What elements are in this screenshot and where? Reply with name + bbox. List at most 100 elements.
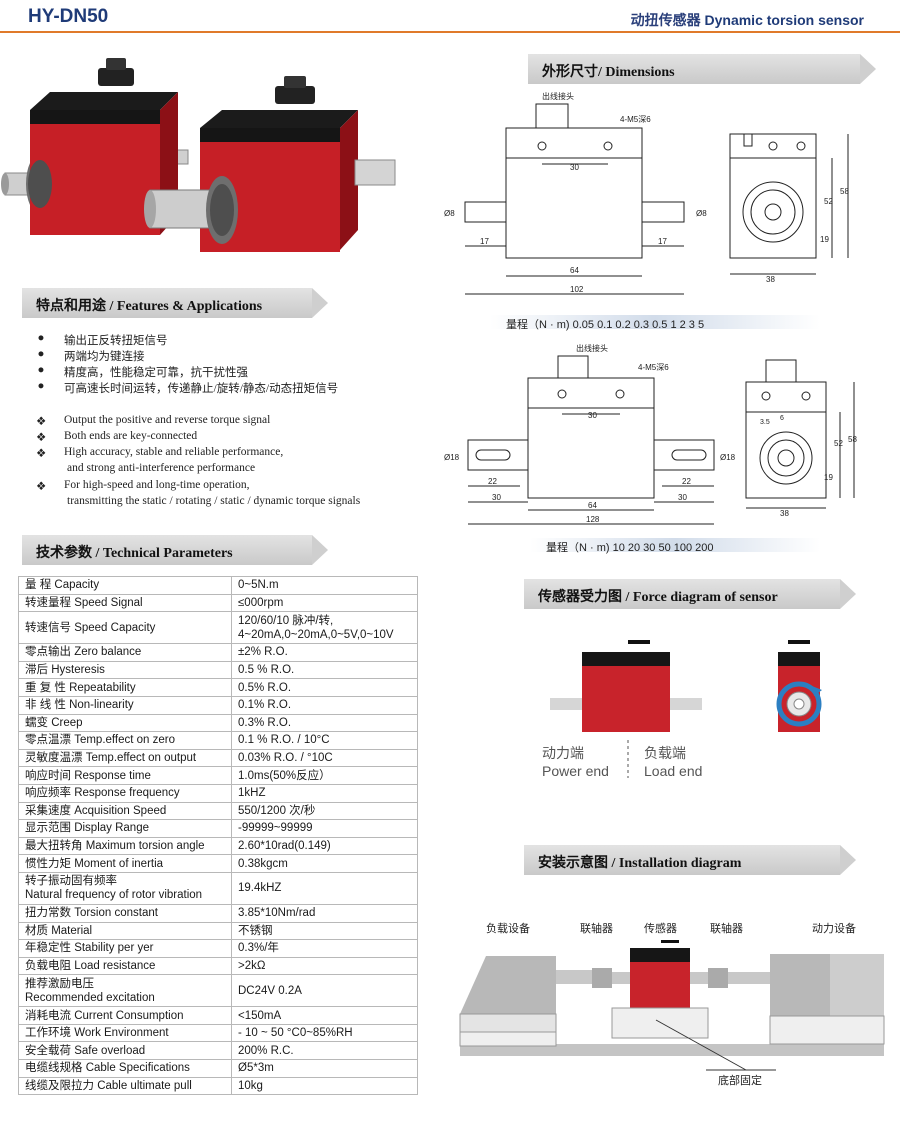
dim-58-1: 58 xyxy=(840,187,849,196)
dim-d8-right-1: Ø8 xyxy=(696,209,707,218)
section-header-install: 安装示意图 / Installation diagram xyxy=(524,845,856,875)
parameter-name: 扭力常数 Torsion constant xyxy=(18,903,232,923)
parameter-name: 转速信号 Speed Capacity xyxy=(18,611,232,645)
parameter-value: 2.60*10rad(0.149) xyxy=(231,836,418,856)
product-photo xyxy=(1,58,396,252)
label-base: 底部固定 xyxy=(718,1073,762,1087)
load-end-zh: 负载端 xyxy=(644,745,686,761)
dim-58-2: 58 xyxy=(848,435,857,444)
parameter-name: 零点输出 Zero balance xyxy=(18,643,232,662)
parameter-value: ±2% R.O. xyxy=(231,643,418,662)
parameter-value: 200% R.C. xyxy=(231,1041,418,1061)
hole-label-1: 4-M5深6 xyxy=(620,115,651,124)
parameter-name: 零点温漂 Temp.effect on zero xyxy=(18,731,232,750)
parameter-name: 安全载荷 Safe overload xyxy=(18,1041,232,1061)
parameter-value: 550/1200 次/秒 xyxy=(231,801,418,821)
parameter-value: 10kg xyxy=(231,1076,418,1096)
page-header: HY-DN50 动扭传感器 Dynamic torsion sensor xyxy=(0,0,900,34)
force-diagram: 动力端 Power end 负载端 Load end xyxy=(542,640,822,779)
parameter-value: DC24V 0.2A xyxy=(231,974,418,1008)
connector-label-2: 出线接头 xyxy=(576,343,608,353)
parameter-value: 19.4kHZ xyxy=(231,871,418,905)
parameter-name: 电缆线规格 Cable Specifications xyxy=(18,1059,232,1078)
features-list: ●输出正反转扭矩信号 ●两端均为键连接 ●精度高，性能稳定可靠，抗干扰性强 ●可… xyxy=(36,332,361,507)
section-title-features: 特点和用途 / Features & Applications xyxy=(36,299,263,314)
dim-19-2: 19 xyxy=(824,473,833,482)
parameter-value: 0.3% R.O. xyxy=(231,713,418,733)
parameter-value: Ø5*3m xyxy=(231,1059,418,1078)
dim-d8-left-1: Ø8 xyxy=(444,209,455,218)
dim-19-1: 19 xyxy=(820,235,829,244)
label-load-equipment: 负载设备 xyxy=(486,921,530,935)
parameter-name: 转速量程 Speed Signal xyxy=(18,593,232,613)
parameter-name: 采集速度 Acquisition Speed xyxy=(18,801,232,821)
dim-38-1: 38 xyxy=(766,275,775,284)
dim-3-5-2: 3.5 xyxy=(760,419,770,426)
dim-38-2: 38 xyxy=(780,509,789,518)
parameter-row: 显示范围 Display Range-99999~99999 xyxy=(18,819,418,838)
parameter-name: 年稳定性 Stability per yer xyxy=(18,939,232,958)
dim-30-left-2: 30 xyxy=(492,493,501,502)
range-row-2: 量程（N · m) 10 20 30 50 100 200 xyxy=(546,542,714,554)
dim-30-right-2: 30 xyxy=(678,493,687,502)
dim-17-left-1: 17 xyxy=(480,237,489,246)
parameter-value: 0.5% R.O. xyxy=(231,678,418,697)
subtitle-en: Dynamic torsion sensor xyxy=(704,12,865,28)
parameter-value: 3.85*10Nm/rad xyxy=(231,903,418,923)
range-row-1: 量程（N · m) 0.05 0.1 0.2 0.3 0.5 1 2 3 5 xyxy=(506,319,705,331)
section-header-features: 特点和用途 / Features & Applications xyxy=(22,288,328,318)
parameter-name: 响应时间 Response time xyxy=(18,766,232,785)
parameter-name: 显示范围 Display Range xyxy=(18,819,232,838)
subtitle-zh: 动扭传感器 xyxy=(630,12,701,28)
parameter-value: 0.5 % R.O. xyxy=(231,660,418,680)
dim-52-2: 52 xyxy=(834,439,843,448)
product-subtitle: 动扭传感器 Dynamic torsion sensor xyxy=(631,10,864,30)
dim-102-1: 102 xyxy=(570,285,584,294)
parameter-name: 非 线 性 Non-linearity xyxy=(18,695,232,715)
section-title-force: 传感器受力图 / Force diagram of sensor xyxy=(538,590,778,605)
section-title-dimensions: 外形尺寸/ Dimensions xyxy=(542,65,675,80)
label-coupling-1: 联轴器 xyxy=(580,921,613,935)
dimension-drawing-2: 出线接头 4-M5深6 30 22 22 30 30 64 128 Ø18 Ø1… xyxy=(444,343,857,525)
parameter-name: 最大扭转角 Maximum torsion angle xyxy=(18,836,232,856)
dim-22-left-2: 22 xyxy=(488,477,497,486)
parameter-value: 0.03% R.O. / °10C xyxy=(231,748,418,768)
dim-30-top-2: 30 xyxy=(588,411,597,420)
dim-6-2: 6 xyxy=(780,415,784,422)
dim-52-1: 52 xyxy=(824,197,833,206)
parameter-value: 120/60/10 脉冲/转,4~20mA,0~20mA,0~5V,0~10V xyxy=(231,611,418,645)
connector-label-1: 出线接头 xyxy=(542,91,574,101)
parameter-name: 响应频率 Response frequency xyxy=(18,783,232,803)
dim-64-1: 64 xyxy=(570,266,579,275)
section-title-technical: 技术参数 / Technical Parameters xyxy=(36,546,233,561)
dim-17-right-1: 17 xyxy=(658,237,667,246)
parameter-value: 1.0ms(50%反应） xyxy=(231,766,418,785)
parameter-name: 消耗电流 Current Consumption xyxy=(18,1006,232,1025)
parameter-value: >2kΩ xyxy=(231,956,418,976)
parameter-value: 不锈钢 xyxy=(231,921,418,941)
section-header-technical: 技术参数 / Technical Parameters xyxy=(22,535,328,565)
parameter-value: 0.1 % R.O. / 10°C xyxy=(231,731,418,750)
label-coupling-2: 联轴器 xyxy=(710,921,743,935)
parameter-value: 0.38kgcm xyxy=(231,854,418,873)
parameter-row: 消耗电流 Current Consumption<150mA xyxy=(18,1006,418,1025)
parameter-value: <150mA xyxy=(231,1006,418,1025)
sensor-right-photo xyxy=(144,76,396,252)
range-bar-2 xyxy=(530,538,820,552)
hole-label-2: 4-M5深6 xyxy=(638,363,669,372)
